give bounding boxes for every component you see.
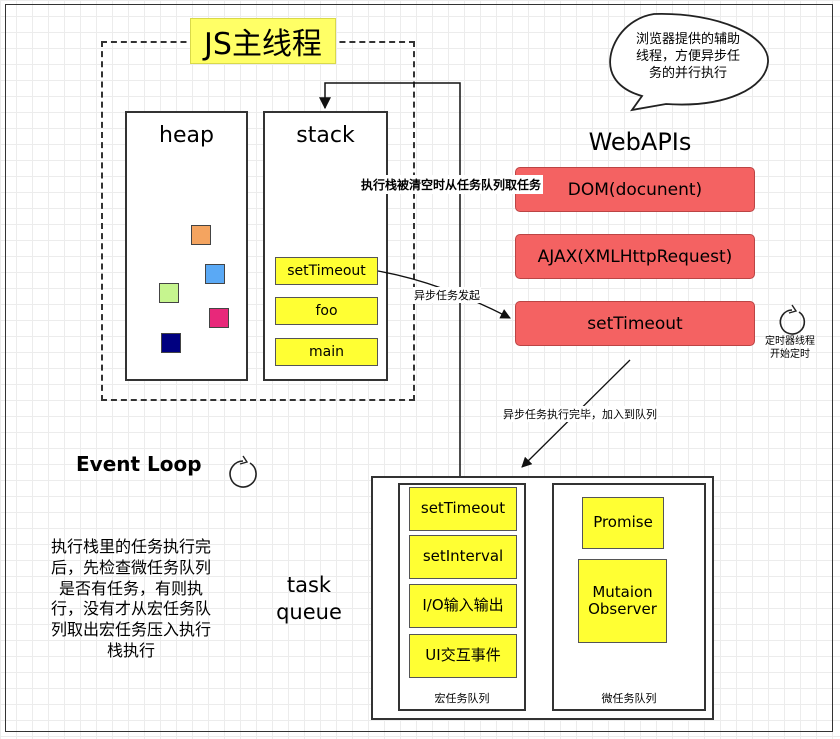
heap-object-orange xyxy=(191,225,211,245)
description-line4: 行，没有才从宏任务队 xyxy=(50,599,211,619)
stack-frame-foo: foo xyxy=(275,297,378,325)
stack-from-queue-label: 执行栈被清空时从任务队列取任务 xyxy=(359,175,544,194)
heap-object-blue xyxy=(205,264,225,284)
timer-label-line1: 定时器线程 xyxy=(765,336,815,347)
js-main-thread-title: JS主线程 xyxy=(190,18,336,64)
timer-cycle-icon xyxy=(779,309,806,335)
webapis-label: WebAPIs xyxy=(588,128,692,156)
description-line2: 后，先检查微任务队列 xyxy=(50,557,211,577)
heap-object-pink xyxy=(209,308,229,328)
stack-panel: stack xyxy=(263,111,388,381)
micro-task-mutation-observer: Mutaion Observer xyxy=(578,559,667,643)
description-line3: 是否有任务，有则执 xyxy=(58,578,203,598)
stack-frame-main: main xyxy=(275,338,378,366)
event-loop-description: 执行栈里的任务执行完 后，先检查微任务队列 是否有任务，有则执 行，没有才从宏任… xyxy=(36,537,226,662)
micro-task-queue-label: 微任务队列 xyxy=(601,692,657,705)
timer-label: 定时器线程 开始定时 xyxy=(757,336,823,361)
webapi-dom: DOM(docunent) xyxy=(515,167,755,212)
async-start-label: 异步任务发起 xyxy=(413,287,481,303)
task-queue-label: task queue xyxy=(262,572,356,627)
stack-frame-settimeout: setTimeout xyxy=(275,257,378,285)
callout-line2: 线程，方便异步任 xyxy=(635,48,740,64)
macro-task-settimeout: setTimeout xyxy=(409,487,517,531)
diagram-border xyxy=(5,4,833,732)
micro-task-promise: Promise xyxy=(582,497,664,549)
task-queue-label-line1: task xyxy=(286,573,332,597)
queue-to-stack-arrow xyxy=(319,82,461,476)
callout-line3: 务的并行执行 xyxy=(648,65,727,81)
task-queue-label-line2: queue xyxy=(276,600,342,625)
heap-object-navy xyxy=(161,333,181,353)
description-line1: 执行栈里的任务执行完 xyxy=(50,537,211,556)
timer-label-line2: 开始定时 xyxy=(770,348,810,360)
macro-task-queue-label: 宏任务队列 xyxy=(434,692,490,705)
heap-object-green xyxy=(159,283,179,303)
macro-task-setinterval: setInterval xyxy=(409,535,517,579)
macro-task-ui-event: UI交互事件 xyxy=(409,634,517,678)
macro-task-io: I/O输入输出 xyxy=(409,584,517,628)
heap-panel: heap xyxy=(125,111,248,381)
event-loop-label: Event Loop xyxy=(76,452,202,476)
webapi-settimeout: setTimeout xyxy=(515,301,755,346)
speech-bubble xyxy=(609,13,769,112)
heap-label: heap xyxy=(159,123,214,148)
event-loop-cycle-icon xyxy=(229,460,257,488)
callout-text: 浏览器提供的辅助 线程，方便异步任 务的并行执行 xyxy=(618,32,758,83)
async-done-label: 异步任务执行完毕，加入到队列 xyxy=(502,406,658,422)
description-line6: 栈执行 xyxy=(106,640,155,660)
stack-label: stack xyxy=(296,123,355,148)
description-line5: 列取出宏任务压入执行 xyxy=(50,620,211,640)
webapi-ajax: AJAX(XMLHttpRequest) xyxy=(515,234,755,279)
callout-line1: 浏览器提供的辅助 xyxy=(635,32,740,47)
